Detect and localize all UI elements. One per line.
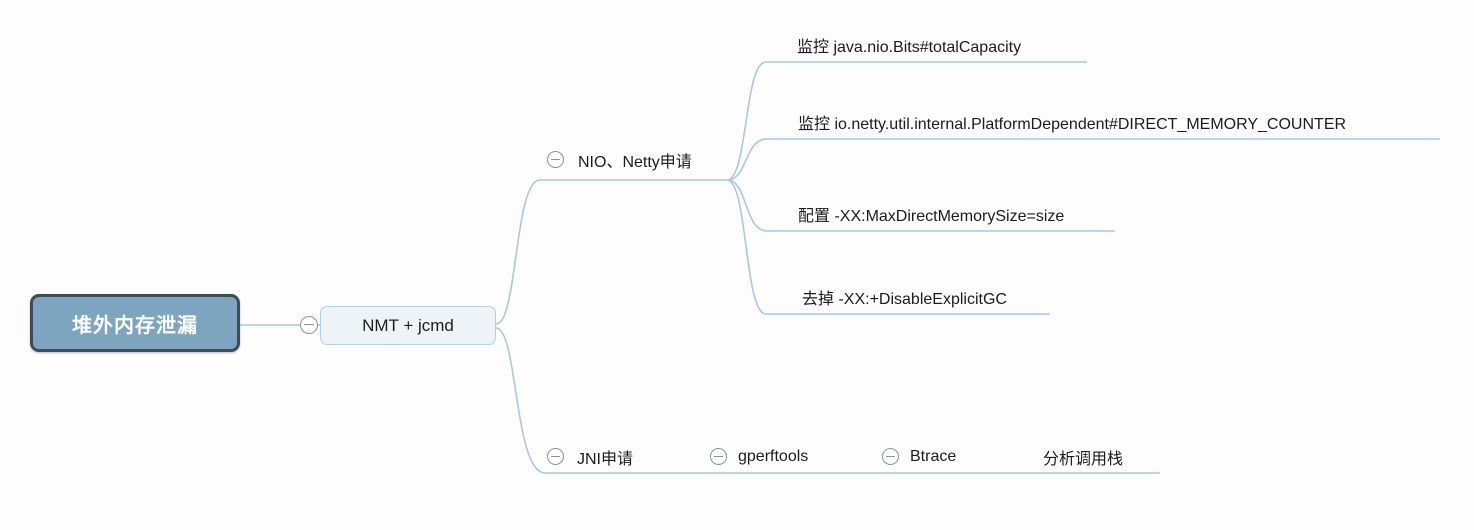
node-nmt-jcmd[interactable]: NMT + jcmd	[320, 306, 496, 345]
collapse-icon-nio[interactable]	[547, 151, 564, 168]
node-analyze-callstack[interactable]: 分析调用栈	[1043, 451, 1124, 468]
node-jni[interactable]: JNI申请	[577, 451, 634, 468]
connector-leaf-netty	[726, 138, 1440, 181]
node-btrace[interactable]: Btrace	[910, 448, 957, 465]
root-node[interactable]: 堆外内存泄漏	[30, 294, 240, 352]
node-config-maxdirectmemorysize[interactable]: 配置 -XX:MaxDirectMemorySize=size	[798, 208, 1065, 225]
node-nio-netty[interactable]: NIO、Netty申请	[578, 154, 692, 171]
node-gperftools[interactable]: gperftools	[738, 448, 809, 465]
connector-branch-nio	[495, 179, 727, 325]
collapse-icon-root[interactable]	[300, 316, 318, 334]
node-remove-disableexplicitgc[interactable]: 去掉 -XX:+DisableExplicitGC	[802, 291, 1007, 308]
connector-leaf-bits	[726, 61, 1087, 181]
node-monitor-netty-counter[interactable]: 监控 io.netty.util.internal.PlatformDepend…	[798, 116, 1347, 133]
node-monitor-bits[interactable]: 监控 java.nio.Bits#totalCapacity	[797, 39, 1022, 56]
collapse-icon-btrace[interactable]	[882, 448, 899, 465]
connector-leaf-maxdirect	[726, 179, 1115, 232]
connector-leaf-explicitgc	[726, 179, 1050, 315]
collapse-icon-gperftools[interactable]	[710, 448, 727, 465]
collapse-icon-jni[interactable]	[547, 448, 564, 465]
connector-branch-jni	[495, 327, 1160, 474]
